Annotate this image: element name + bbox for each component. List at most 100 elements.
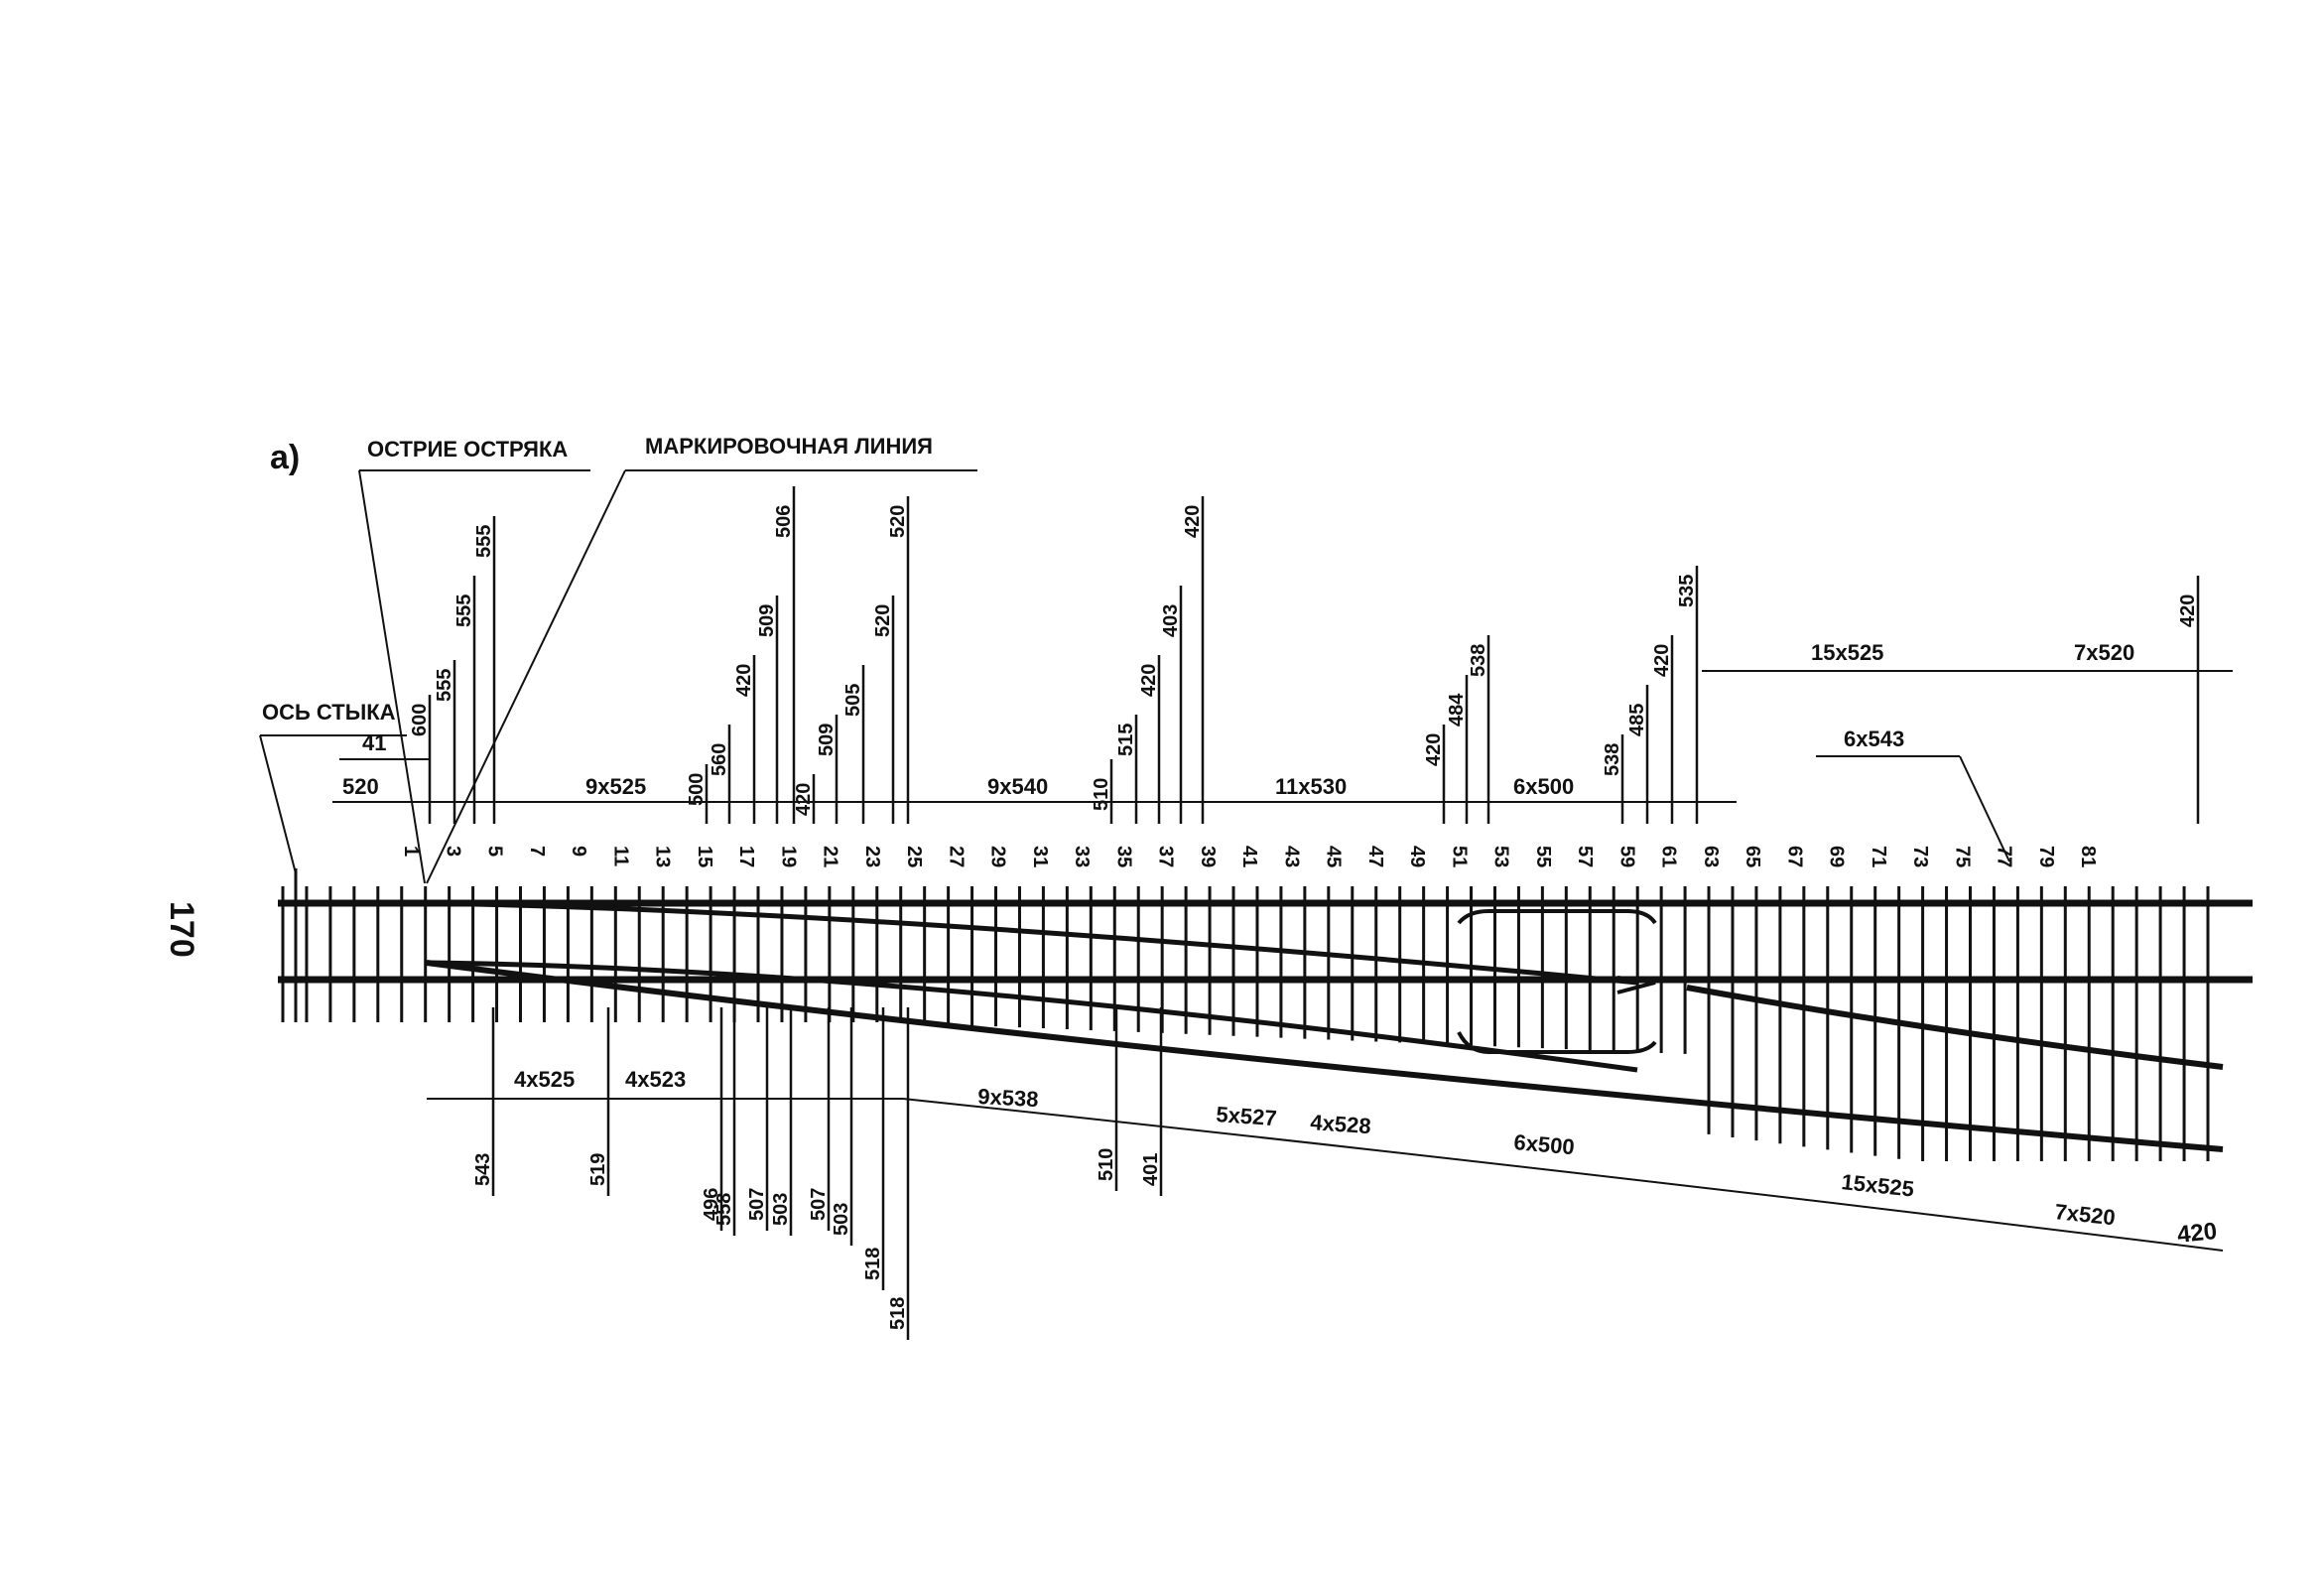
bottom-dimension-label: 503: [831, 1203, 852, 1236]
sleeper-number: 75: [1951, 846, 1973, 867]
joint-axis-callout: ОСЬ СТЫКА: [262, 700, 396, 725]
sleeper-number: 41: [1238, 846, 1260, 867]
sleeper-number: 73: [1909, 846, 1931, 867]
bottom-dimension-label: 558: [713, 1193, 735, 1226]
spacing-420-bottom: 420: [2176, 1218, 2219, 1249]
top-dimension-label: 535: [1676, 575, 1698, 607]
spacing-6x500-bottom: 6x500: [1513, 1129, 1576, 1159]
sleeper-number: 81: [2077, 846, 2099, 867]
blade-tip-callout: ОСТРИЕ ОСТРЯКА: [367, 437, 568, 462]
sleeper-number: 61: [1658, 846, 1680, 867]
sleeper-number: 7: [526, 846, 548, 857]
sleeper-number: 11: [609, 846, 631, 866]
top-spacing-labels: 520 41 9x525 9x540 11x530 6x500 15x525 7…: [342, 640, 2134, 799]
sleeper-number: 57: [1574, 846, 1596, 867]
sleeper-number: 77: [1994, 846, 2015, 867]
frog: [1616, 976, 1656, 994]
sleeper-number: 25: [903, 846, 925, 867]
sleeper-number: 31: [1029, 846, 1051, 867]
top-dimension-label: 509: [816, 724, 838, 756]
switch-blade-straight: [426, 900, 1638, 986]
bottom-dimension-label: 519: [587, 1153, 609, 1186]
top-dimension-label: 520: [887, 505, 909, 538]
bottom-dimension-label: 510: [1096, 1148, 1117, 1181]
sleeper-number: 67: [1783, 846, 1805, 867]
top-dimension-label: 420: [793, 783, 815, 816]
sleeper-number: 23: [861, 846, 883, 867]
top-dimension-label: 505: [842, 684, 864, 717]
bottom-dimension-label: 543: [472, 1153, 494, 1186]
top-dimension-label: 520: [872, 604, 894, 637]
sleeper-number: 47: [1364, 846, 1386, 867]
spacing-6x543: 6x543: [1844, 727, 1904, 751]
spacing-4x525: 4x525: [514, 1067, 575, 1092]
sleeper-number: 49: [1406, 846, 1428, 867]
spacing-520: 520: [342, 774, 379, 799]
bottom-dimension-label: 518: [887, 1297, 909, 1330]
spacing-7x520-top: 7x520: [2074, 640, 2134, 665]
bottom-dimension-label: 518: [862, 1248, 884, 1280]
spacing-41: 41: [362, 730, 386, 755]
top-dimension-label: 420: [733, 664, 755, 697]
bottom-dimension-label: 507: [746, 1188, 768, 1221]
bottom-curved-dimension-line: [902, 1098, 2224, 1252]
spacing-11x530: 11x530: [1275, 774, 1347, 799]
top-dimension-label: 555: [473, 525, 495, 558]
spacing-15x525-bottom: 15x525: [1840, 1169, 1915, 1202]
sleeper-number: 59: [1615, 846, 1637, 867]
sleeper-number: 53: [1490, 846, 1512, 867]
spacing-9x538: 9x538: [977, 1084, 1039, 1112]
figure-label: а): [270, 439, 300, 476]
sleeper-number: 15: [694, 846, 715, 867]
spacing-4x523: 4x523: [625, 1067, 686, 1092]
spacing-9x540: 9x540: [987, 774, 1048, 799]
spacing-5x527: 5x527: [1216, 1102, 1278, 1130]
spacing-7x520-bottom: 7x520: [2053, 1199, 2116, 1230]
sleeper-number: 9: [568, 846, 589, 857]
page-number: 170: [163, 901, 200, 958]
top-dimension-label: 510: [1091, 778, 1112, 811]
joint-axis-leader: [259, 734, 297, 874]
sleeper-number: 5: [484, 846, 506, 857]
guard-rail-lower: [1457, 1031, 1657, 1054]
top-dimension-label: 484: [1446, 693, 1468, 727]
dimension-lines: [259, 469, 2233, 1252]
marking-line-callout: МАРКИРОВОЧНАЯ ЛИНИЯ: [645, 434, 933, 459]
sleeper-number: 79: [2035, 846, 2057, 867]
sleeper-number: 71: [1868, 846, 1889, 867]
sleeper-number: 35: [1112, 846, 1134, 867]
top-dimension-label: 485: [1626, 704, 1648, 736]
bottom-dimension-label: 503: [770, 1193, 792, 1226]
top-dimension-label: 538: [1468, 644, 1489, 677]
top-dimension-label: 600: [409, 704, 431, 736]
sleeper-number: 69: [1826, 846, 1848, 867]
top-dimension-label: 420: [1651, 644, 1673, 677]
top-dimension-label: 538: [1602, 743, 1623, 776]
sleeper-number: 21: [820, 846, 841, 867]
sleeper-number: 39: [1197, 846, 1219, 867]
spacing-6x500: 6x500: [1513, 774, 1574, 799]
top-dimension-label: 420: [1423, 733, 1445, 766]
bottom-dimension-label: 507: [808, 1188, 830, 1221]
sleepers-group: [281, 886, 2210, 1161]
group-6x543-leader-diag: [1959, 755, 2010, 862]
spacing-15x525: 15x525: [1811, 640, 1883, 665]
top-dimension-label: 500: [686, 773, 708, 806]
sleeper-number: 45: [1323, 846, 1345, 867]
sleeper-number: 29: [987, 846, 1009, 867]
sleeper-number: 13: [652, 846, 674, 867]
sleeper-number: 55: [1532, 846, 1554, 867]
sleeper-number: 27: [945, 846, 967, 867]
top-dimension-label: 506: [773, 505, 795, 538]
sleeper-number: 1: [400, 846, 422, 857]
top-dimension-label: 560: [709, 743, 730, 776]
guard-rail-upper: [1457, 909, 1657, 925]
marking-line-leader: [426, 469, 626, 884]
bottom-dimension-label: 496: [701, 1188, 722, 1221]
sleeper-number: 3: [442, 846, 463, 857]
sleeper-number: 17: [735, 846, 757, 867]
